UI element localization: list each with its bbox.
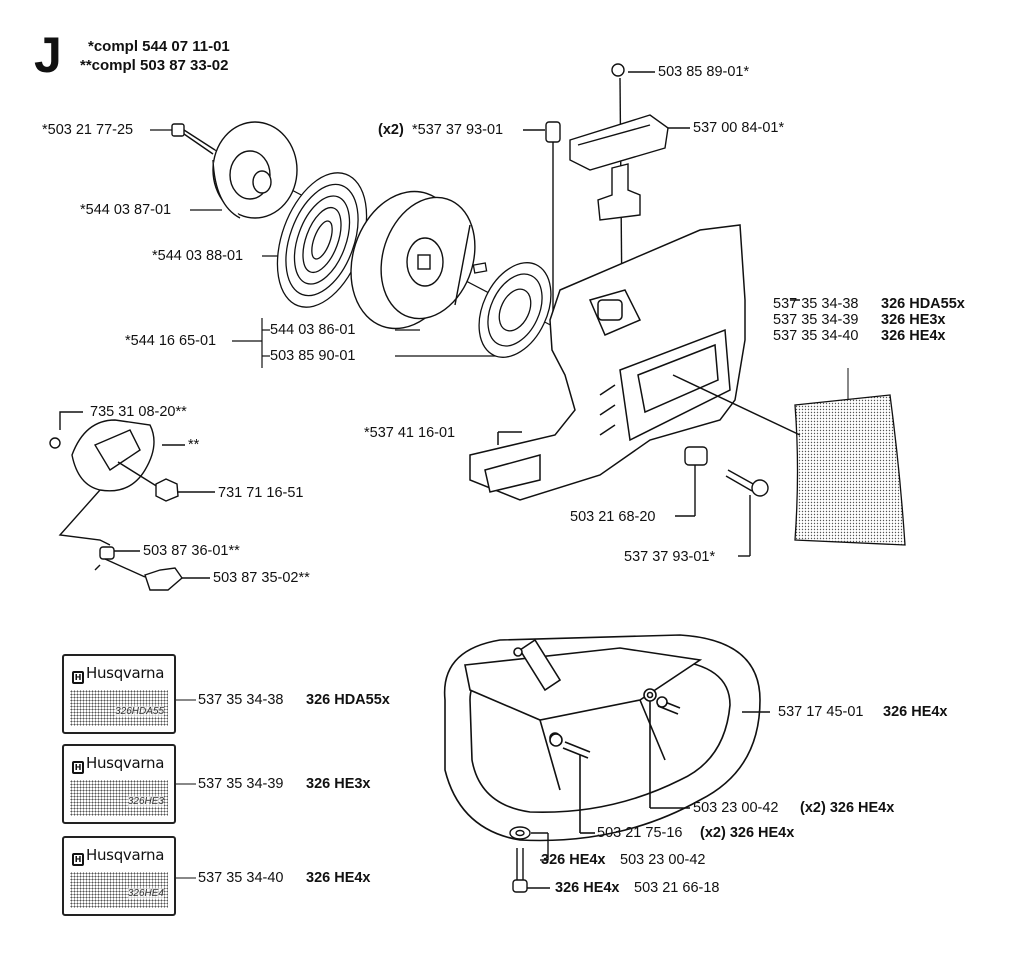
label-screw-model: 326 HE4x: [555, 880, 620, 896]
washer-screw-icon: [509, 826, 550, 893]
label-model-hda55x: 326 HDA55x: [881, 296, 965, 312]
label-model-he3x: 326 HE3x: [881, 312, 946, 328]
decal-model-text: 326HE3: [127, 796, 164, 807]
recoil-spring-icon: [276, 172, 368, 308]
compl-note-1: *compl 544 07 11-01: [88, 38, 230, 55]
label-decal-3-number: 537 35 34-40: [198, 870, 284, 886]
rope-pulley-icon: [350, 190, 476, 330]
spring-icon: [472, 262, 552, 358]
bolt-icon: [171, 123, 216, 155]
label-731-71-16-51: 731 71 16-51: [218, 485, 304, 501]
label-decal-3-model: 326 HE4x: [306, 870, 371, 886]
starter-handle-icon: [569, 63, 690, 311]
label-544-03-86-01: 544 03 86-01: [270, 322, 356, 338]
label-503-23-00-42-lower: 503 23 00-42: [620, 852, 706, 868]
husqvarna-logo-icon: H: [72, 761, 84, 774]
label-537-35-34-39: 537 35 34-39: [773, 312, 859, 328]
decal-model-text: 326HE4: [127, 888, 164, 899]
decal-plate-icon: [794, 394, 906, 546]
label-503-85-90-01: 503 85 90-01: [270, 348, 356, 364]
label-503-85-89-01: 503 85 89-01*: [658, 64, 750, 80]
section-letter: J: [34, 27, 62, 83]
label-735-31-08-20: 735 31 08-20**: [90, 404, 187, 420]
label-544-16-65-01: *544 16 65-01: [125, 333, 217, 349]
label-537-00-84-01: 537 00 84-01*: [693, 120, 785, 136]
label-decal-1-number: 537 35 34-38: [198, 692, 284, 708]
label-537-17-45-01: 537 17 45-01: [778, 704, 864, 720]
label-decal-2-number: 537 35 34-39: [198, 776, 284, 792]
sleeve-icon: [523, 121, 561, 322]
label-537-41-16-01: *537 41 16-01: [364, 425, 456, 441]
label-washer-qty: (x2) 326 HE4x: [800, 800, 895, 816]
starter-housing-icon: [469, 224, 801, 501]
husqvarna-logo-icon: H: [72, 853, 84, 866]
label-537-35-34-38: 537 35 34-38: [773, 296, 859, 312]
label-qty-x2: (x2): [378, 122, 404, 138]
spacer-icon: [675, 446, 708, 517]
decal-model-text: 326HDA55: [115, 706, 164, 717]
label-503-87-35-02: 503 87 35-02**: [213, 570, 310, 586]
pulley-disc-icon: [212, 121, 298, 219]
label-screw-qty: (x2) 326 HE4x: [700, 825, 795, 841]
label-503-21-77-25: *503 21 77-25: [42, 122, 134, 138]
label-503-21-75-16: 503 21 75-16: [597, 825, 683, 841]
label-double-star: **: [188, 437, 200, 453]
label-503-21-66-18: 503 21 66-18: [634, 880, 720, 896]
label-537-37-93-01-bottom: 537 37 93-01*: [624, 549, 716, 565]
husqvarna-logo-icon: H: [72, 671, 84, 684]
label-503-87-36-01: 503 87 36-01**: [143, 543, 240, 559]
label-washer-model: 326 HE4x: [541, 852, 606, 868]
label-503-21-68-20: 503 21 68-20: [570, 509, 656, 525]
label-model-he4x: 326 HE4x: [881, 328, 946, 344]
label-503-23-00-42-upper: 503 23 00-42: [693, 800, 779, 816]
label-decal-1-model: 326 HDA55x: [306, 692, 390, 708]
label-537-35-34-40: 537 35 34-40: [773, 328, 859, 344]
label-544-03-87-01: *544 03 87-01: [80, 202, 172, 218]
compl-note-2: **compl 503 87 33-02: [80, 57, 229, 74]
label-537-37-93-01-top: *537 37 93-01: [412, 122, 504, 138]
label-544-03-88-01: *544 03 88-01: [152, 248, 244, 264]
label-harness-model: 326 HE4x: [883, 704, 948, 720]
small-cover-icon: [49, 411, 215, 591]
harness-frame-icon: [443, 634, 770, 842]
label-decal-2-model: 326 HE3x: [306, 776, 371, 792]
screw-icon: [725, 469, 769, 557]
